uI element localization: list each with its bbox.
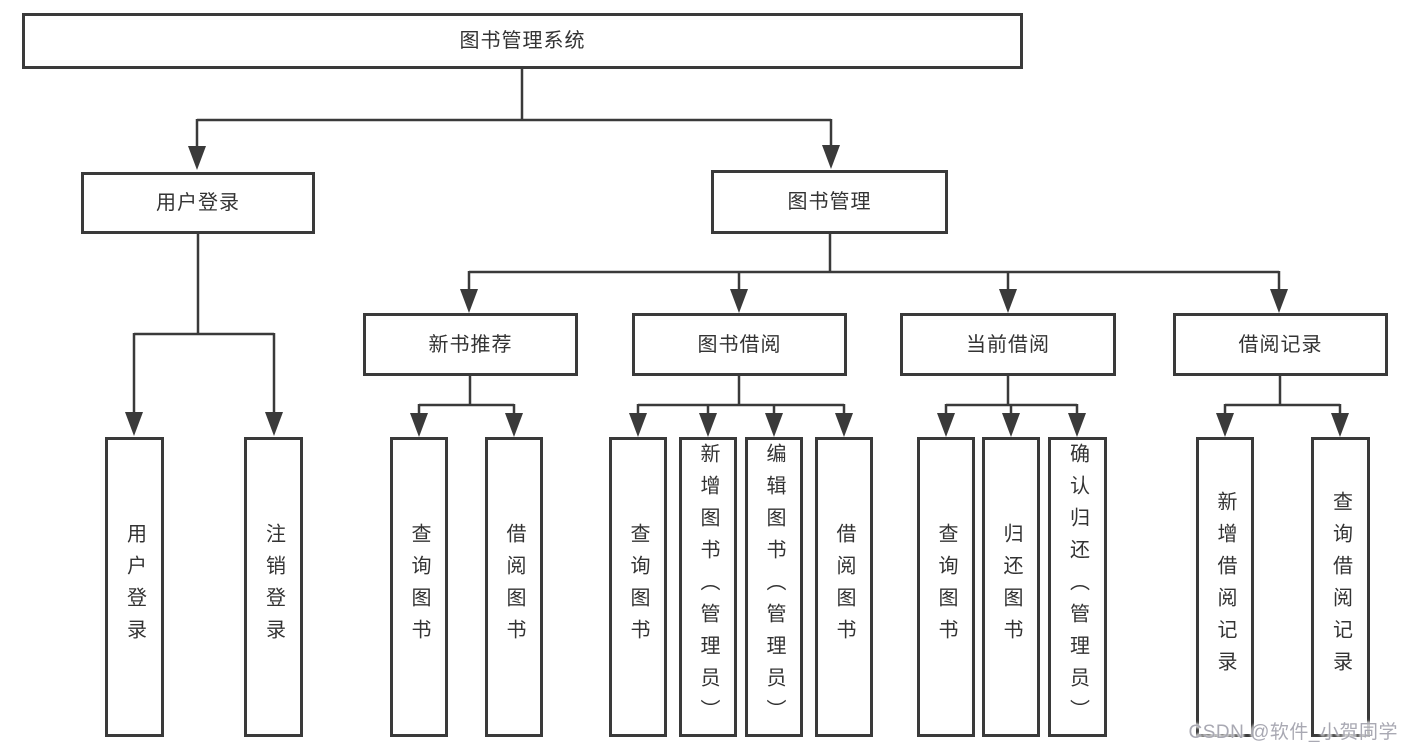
arrowhead <box>699 413 717 437</box>
book-management-node: 图书管理 <box>711 170 948 234</box>
leaf-borrow-books-label: 借阅图书 <box>833 523 855 651</box>
new-book-recommend-label: 新书推荐 <box>428 333 513 356</box>
arrowhead <box>1002 413 1020 437</box>
leaf-add-book-admin: 新增图书（管理员） <box>679 437 737 737</box>
leaf-logout-label: 注销登录 <box>262 523 285 651</box>
arrowhead <box>188 146 206 170</box>
leaf-query-borrow-record: 查询借阅记录 <box>1311 437 1370 737</box>
arrowhead <box>835 413 853 437</box>
current-borrow-node: 当前借阅 <box>900 313 1116 376</box>
leaf-query-books-current: 查询图书 <box>917 437 975 737</box>
arrowhead <box>460 289 478 313</box>
leaf-query-books-recommend-label: 查询图书 <box>408 523 430 651</box>
root-node-label: 图书管理系统 <box>459 30 586 52</box>
leaf-confirm-return-admin-label: 确认归还（管理员） <box>1066 443 1089 731</box>
arrowhead <box>1216 413 1234 437</box>
book-borrow-label: 图书借阅 <box>697 333 782 356</box>
edge-borrow-record-children <box>1216 376 1349 437</box>
leaf-borrow-books-recommend: 借阅图书 <box>485 437 543 737</box>
root-node: 图书管理系统 <box>22 13 1023 69</box>
arrowhead <box>937 413 955 437</box>
leaf-user-login: 用户登录 <box>105 437 164 737</box>
user-login-node-label: 用户登录 <box>156 192 240 214</box>
book-borrow-node: 图书借阅 <box>632 313 847 376</box>
arrowhead <box>125 412 143 436</box>
leaf-user-login-label: 用户登录 <box>123 523 146 651</box>
leaf-return-book-label: 归还图书 <box>1000 523 1022 651</box>
leaf-borrow-books: 借阅图书 <box>815 437 873 737</box>
edge-user-login-children <box>125 234 283 436</box>
arrowhead <box>410 413 428 437</box>
leaf-logout: 注销登录 <box>244 437 303 737</box>
arrowhead <box>505 413 523 437</box>
book-management-node-label: 图书管理 <box>787 191 872 213</box>
arrowhead <box>1270 289 1288 313</box>
csdn-watermark: CSDN @软件_小贺同学 <box>1188 722 1398 743</box>
leaf-add-borrow-record: 新增借阅记录 <box>1196 437 1254 737</box>
leaf-query-borrow-record-label: 查询借阅记录 <box>1329 491 1352 683</box>
arrowhead <box>1331 413 1349 437</box>
arrowhead <box>730 289 748 313</box>
arrowhead <box>1068 413 1086 437</box>
arrowhead <box>265 412 283 436</box>
edge-book-management-children <box>460 234 1288 313</box>
arrowhead <box>822 145 840 169</box>
borrow-record-label: 借阅记录 <box>1238 333 1323 356</box>
leaf-confirm-return-admin: 确认归还（管理员） <box>1048 437 1107 737</box>
current-borrow-label: 当前借阅 <box>966 333 1050 356</box>
leaf-query-books-borrow: 查询图书 <box>609 437 667 737</box>
new-book-recommend-node: 新书推荐 <box>363 313 578 376</box>
edge-book-borrow-children <box>629 376 853 437</box>
arrowhead <box>999 289 1017 313</box>
leaf-query-books-current-label: 查询图书 <box>935 523 957 651</box>
edge-root-to-level2 <box>188 68 840 170</box>
leaf-edit-book-admin: 编辑图书（管理员） <box>745 437 803 737</box>
user-login-node: 用户登录 <box>81 172 315 234</box>
edge-current-borrow-children <box>937 376 1086 437</box>
arrowhead <box>629 413 647 437</box>
leaf-add-borrow-record-label: 新增借阅记录 <box>1214 491 1236 683</box>
leaf-query-books-borrow-label: 查询图书 <box>627 523 649 651</box>
borrow-record-node: 借阅记录 <box>1173 313 1388 376</box>
edge-new-book-children <box>410 376 523 437</box>
leaf-add-book-admin-label: 新增图书（管理员） <box>697 443 719 731</box>
leaf-query-books-recommend: 查询图书 <box>390 437 448 737</box>
leaf-return-book: 归还图书 <box>982 437 1040 737</box>
arrowhead <box>765 413 783 437</box>
leaf-edit-book-admin-label: 编辑图书（管理员） <box>763 443 785 731</box>
leaf-borrow-books-recommend-label: 借阅图书 <box>503 523 525 651</box>
